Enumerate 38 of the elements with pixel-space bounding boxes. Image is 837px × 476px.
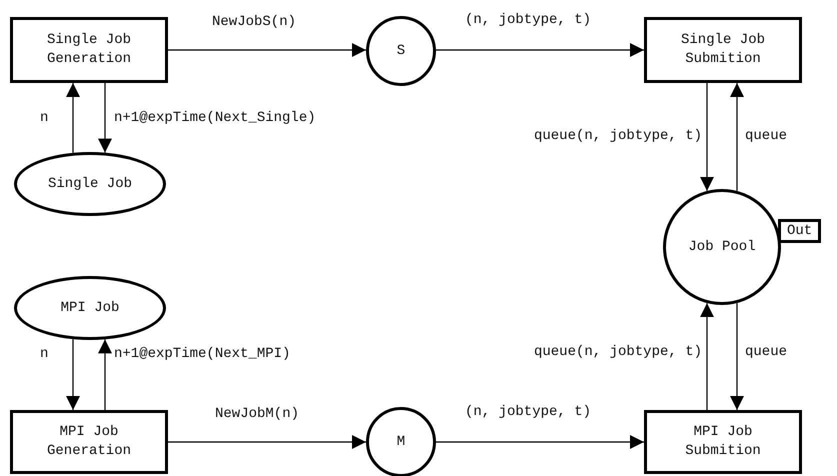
arc-inscription: n+1@expTime(Next_MPI) xyxy=(114,346,290,363)
port-tag: Out xyxy=(778,219,822,243)
arc-inscription: n+1@expTime(Next_Single) xyxy=(114,110,316,127)
arc-inscription: queue(n, jobtype, t) xyxy=(534,344,702,361)
arc-arrow xyxy=(168,435,366,449)
transition-box xyxy=(10,17,168,83)
node-label: Job Pool xyxy=(688,238,756,256)
transition-box xyxy=(644,17,802,83)
arc-arrow xyxy=(66,83,80,153)
node-label: Single Job Generation xyxy=(46,31,132,69)
node-label: M xyxy=(396,432,406,452)
arc-inscription: queue xyxy=(745,128,788,145)
arc-inscription: NewJobM(n) xyxy=(215,406,300,423)
transition-box xyxy=(10,410,168,474)
arc-arrow xyxy=(700,303,714,410)
arc-arrow xyxy=(730,83,744,191)
arc-arrow xyxy=(436,435,644,449)
arc-arrow xyxy=(700,83,714,191)
arc-inscription: queue(n, jobtype, t) xyxy=(534,128,702,145)
arc-arrow xyxy=(168,43,366,57)
node-label: S xyxy=(396,42,406,60)
transition-box xyxy=(644,410,802,474)
node-label: MPI Job Generation xyxy=(46,423,132,461)
arc-arrow xyxy=(730,303,744,410)
node-label: Single Job Submition xyxy=(680,31,766,69)
arc-inscription: NewJobS(n) xyxy=(212,14,296,31)
arc-arrow xyxy=(98,83,112,153)
arc-inscription: n xyxy=(40,346,48,363)
node-label: MPI Job xyxy=(60,298,120,318)
arc-inscription: (n, jobtype, t) xyxy=(465,12,592,29)
arc-arrow xyxy=(66,339,80,410)
arc-inscription: n xyxy=(40,110,48,127)
arc-arrow xyxy=(98,339,112,410)
node-label: Single Job xyxy=(48,174,132,194)
arc-arrow xyxy=(436,43,644,57)
arc-inscription: queue xyxy=(745,344,788,361)
node-label: MPI Job Submition xyxy=(684,423,762,461)
arc-inscription: (n, jobtype, t) xyxy=(465,404,592,421)
